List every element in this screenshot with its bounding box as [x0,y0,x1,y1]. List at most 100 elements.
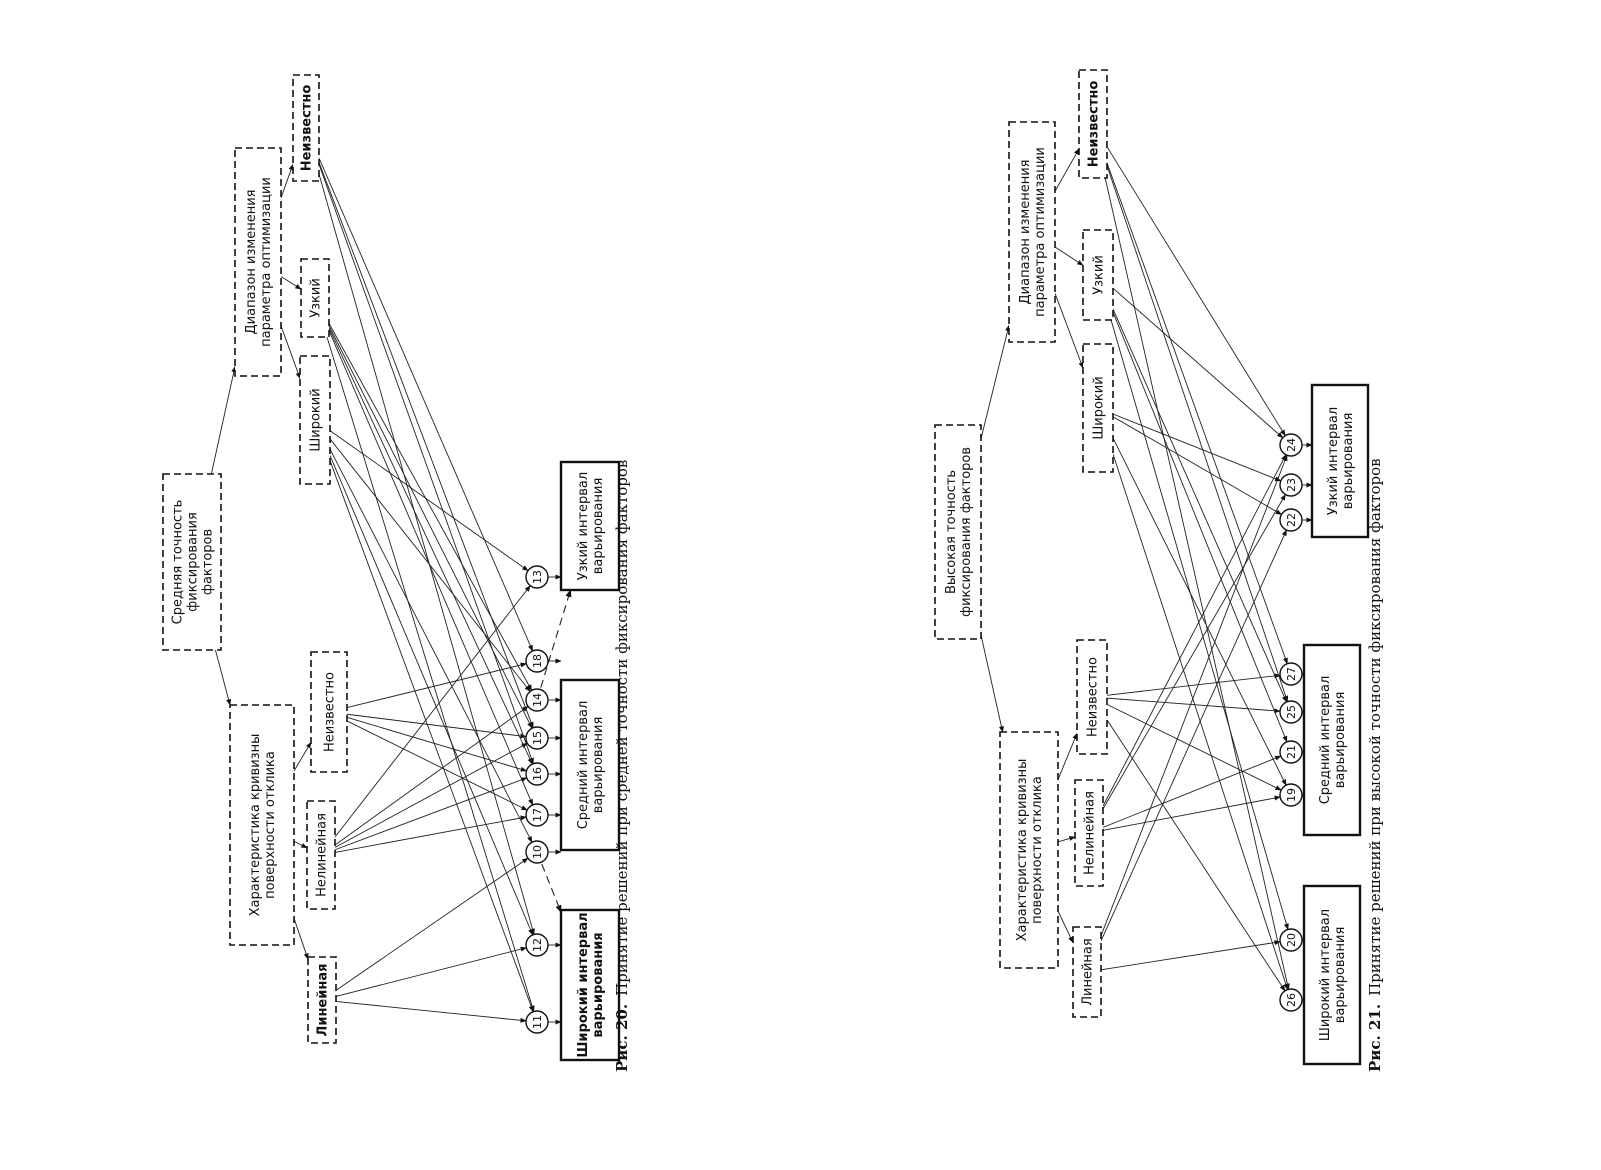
decision-edge [1112,453,1289,991]
decision-edge [328,323,533,691]
decision-circle: 14 [525,688,549,712]
decision-edge [1112,287,1284,439]
circle-number: 25 [1285,705,1298,719]
node-label: Линейная [1081,938,1096,1005]
node-narrow: Узкий [300,258,330,338]
node-label: Широкий [1092,376,1107,439]
svg-text:Нелинейная: Нелинейная [315,813,330,897]
figure-21: Высокая точностьфиксирования факторовХар… [934,69,1384,1072]
node-label: Высокая точность [944,470,959,594]
node-outM: Средний интервалварьирования [559,678,621,852]
circle-number: 24 [1285,438,1298,452]
circle-number: 15 [531,731,544,745]
node-label: Неизвестно [1087,81,1102,168]
svg-text:Диапазон измененияпараметра оп: Диапазон измененияпараметра оптимизации [1018,147,1048,317]
svg-text:Неизвестно: Неизвестно [323,672,338,752]
svg-text:Неизвестно: Неизвестно [300,85,315,172]
svg-text:Широкий интервалварьирования: Широкий интервалварьирования [1318,909,1348,1041]
caption-text: Принятие решений при средней точности фи… [613,460,631,996]
decision-edge [318,162,534,729]
node-label: Средняя точность [171,500,186,625]
node-unk1: Неизвестно [310,651,348,773]
node-label: Неизвестно [300,85,315,172]
node-label: поверхности отклика [1030,776,1045,924]
node-label: Диапазон изменения [1018,160,1033,305]
decision-edge [1106,165,1289,703]
node-label: Узкий [309,278,324,318]
node-label: варьирования [1333,692,1348,789]
decision-edge [346,720,528,811]
circle-number: 11 [531,1015,544,1029]
circle-number: 14 [531,693,544,707]
node-label: Узкий [1092,255,1107,295]
decision-edge [328,330,534,806]
node-label: Широкий интервал [1318,909,1333,1041]
node-label: фиксирования [186,512,201,612]
tree-edge [980,324,1011,439]
decision-edge [1106,162,1288,665]
decision-circle: 25 [1279,700,1303,724]
decision-edge [335,857,529,991]
circle-number: 12 [531,938,544,952]
svg-text:Линейная: Линейная [316,964,331,1037]
svg-text:Узкий интервалварьирования: Узкий интервалварьирования [1326,407,1356,515]
decision-edge [329,460,534,1013]
node-label: Нелинейная [1083,791,1098,875]
caption-number: Рис. 21. [1366,1004,1384,1072]
node-unk2: Неизвестно [1078,69,1108,179]
circle-number: 20 [1285,933,1298,947]
node-label: Диапазон изменения [244,190,259,335]
node-wide: Широкий [1082,343,1114,473]
decision-circle: 13 [525,565,549,589]
decision-circle: 18 [525,649,549,673]
decision-edge [1112,413,1282,482]
decision-edge [1100,940,1281,971]
svg-text:Широкий интервалварьирования: Широкий интервалварьирования [576,912,606,1057]
tree-edge [980,634,1004,733]
decision-edge [335,946,527,997]
node-label: Линейная [316,964,331,1037]
decision-edge [1102,755,1282,828]
svg-text:Рис. 20.Принятие решений при с: Рис. 20.Принятие решений при средней точ… [613,460,631,1072]
tree-edge [1057,836,1076,843]
decision-edge [1106,146,1286,437]
decision-edge [328,327,533,765]
node-label: Широкий интервал [576,912,591,1057]
node-root: Средняя точностьфиксированияфакторов [162,473,222,651]
decision-edge [1102,454,1287,807]
tree-edge [1054,246,1084,266]
decision-edge [326,336,535,1013]
decision-circle: 20 [1279,928,1303,952]
tree-edge [214,649,232,706]
decision-edge [1112,437,1287,786]
node-label: поверхности отклика [263,751,278,899]
svg-text:Узкий: Узкий [1092,255,1107,295]
figure-caption: Рис. 20.Принятие решений при средней точ… [613,460,631,1072]
svg-text:Нелинейная: Нелинейная [1083,791,1098,875]
tree-edge [210,365,237,475]
decision-edge [1104,177,1290,990]
decision-edge [318,164,534,765]
tree-edge [293,840,308,849]
circle-number: 18 [531,654,544,668]
node-narrow: Узкий [1082,229,1114,321]
circle-number: 27 [1285,667,1298,681]
decision-edge [334,777,528,851]
tree-edge [1057,732,1078,780]
dashed-edge [536,851,562,913]
svg-text:Широкий: Широкий [1092,376,1107,439]
circle-number: 19 [1285,788,1298,802]
node-unk2: Неизвестно [292,74,320,182]
node-outM: Средний интервалварьирования [1302,643,1362,837]
decision-edge [1106,673,1281,696]
decision-edge [1102,795,1281,831]
tree-edge [280,163,294,198]
node-root: Высокая точностьфиксирования факторов [934,424,982,640]
decision-edge [334,706,529,846]
node-label: Неизвестно [323,672,338,752]
decision-edge [318,173,535,936]
node-label: Характеристика кривизны [1015,759,1030,942]
dashed-edge [536,589,572,701]
